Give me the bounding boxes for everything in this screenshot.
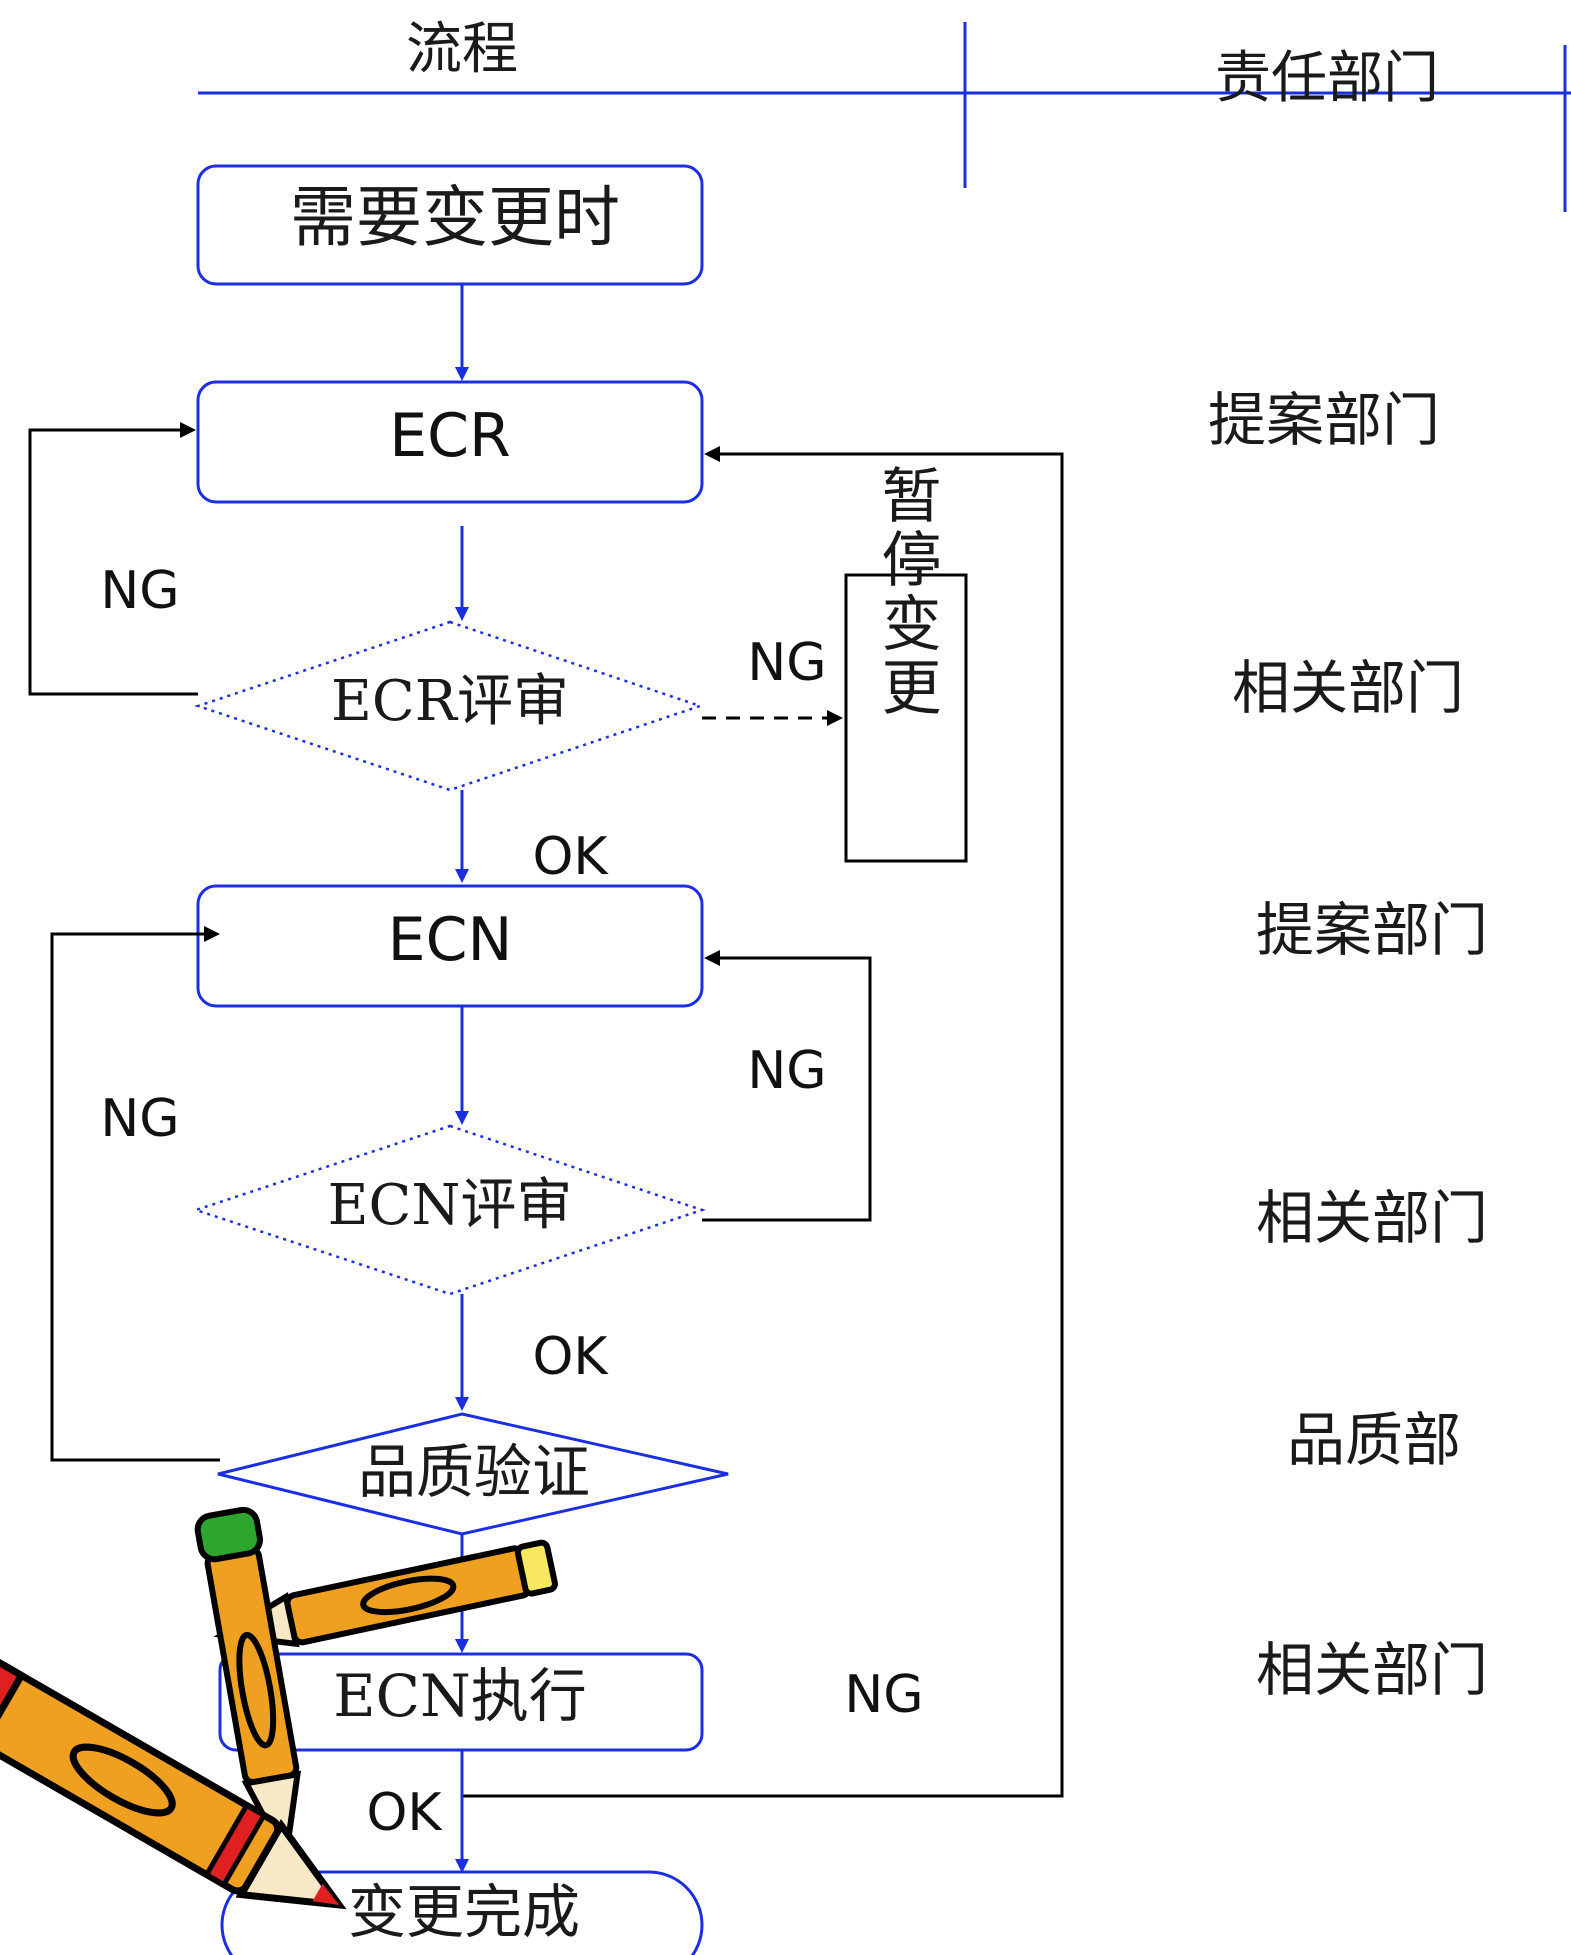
end-node[interactable]: 变更完成 [220,1870,704,1955]
ecn-review-diamond [192,1124,706,1296]
ecn-label: ECN [388,905,513,975]
ecr-review-ng-pause-label: NG [747,633,826,693]
arrow-ecn-review-ng [702,950,872,1222]
ecr-review-diamond [194,620,704,792]
process-column-title: 流程 [406,17,518,82]
ecr-review-label: ECR评审 [331,669,569,734]
start-node[interactable]: 需要变更时 [196,164,704,286]
ecn-execute-label: ECN执行 [333,1662,586,1730]
department-column: 提案部门 相关部门 提案部门 相关部门 品质部 相关部门 [1208,386,1488,1704]
header: 流程 责任部门 [198,17,1571,212]
department-column-title: 责任部门 [1215,46,1439,111]
ecr-box [196,380,704,504]
pause-box [844,573,968,863]
arrow-ecr-review-ng-back [28,422,198,696]
pencils-clipart [0,1506,558,1910]
department-ecr-review: 相关部门 [1232,654,1464,722]
pause-node[interactable]: 暂停变更 [844,464,968,863]
ecr-review-ng-back-label: NG [100,561,179,621]
pencil-icon [0,1650,347,1910]
ecr-review-ok-label: OK [532,827,609,887]
execute-ok-label: OK [366,1783,443,1843]
ecn-box [196,884,704,1008]
department-ecr: 提案部门 [1208,386,1440,454]
ecn-node[interactable]: ECN [196,884,704,1008]
department-ecn-review: 相关部门 [1256,1184,1488,1252]
execute-ng-label: NG [844,1665,923,1725]
quality-check-label: 品质验证 [358,1438,590,1506]
start-label: 需要变更时 [290,179,620,256]
ecn-review-ok-label: OK [532,1327,609,1387]
ecr-label: ECR [389,401,511,471]
ecr-review-node[interactable]: ECR评审 [194,620,704,792]
quality-ng-label: NG [100,1089,179,1149]
department-ecn: 提案部门 [1256,896,1488,964]
department-quality-check: 品质部 [1287,1406,1461,1474]
arrow-execute-ng [462,446,1064,1798]
pause-label: 暂停变更 [871,464,941,720]
ecn-review-ng-label: NG [747,1041,826,1101]
department-ecn-execute: 相关部门 [1256,1636,1488,1704]
ecn-review-node[interactable]: ECN评审 [192,1124,706,1296]
arrow-quality-ng [50,926,220,1462]
ecn-review-label: ECN评审 [328,1173,573,1238]
start-box [196,164,704,286]
end-capsule [220,1870,704,1955]
end-label: 变更完成 [348,1878,580,1946]
quality-check-node[interactable]: 品质验证 [217,1412,729,1536]
ecr-node[interactable]: ECR [196,380,704,504]
